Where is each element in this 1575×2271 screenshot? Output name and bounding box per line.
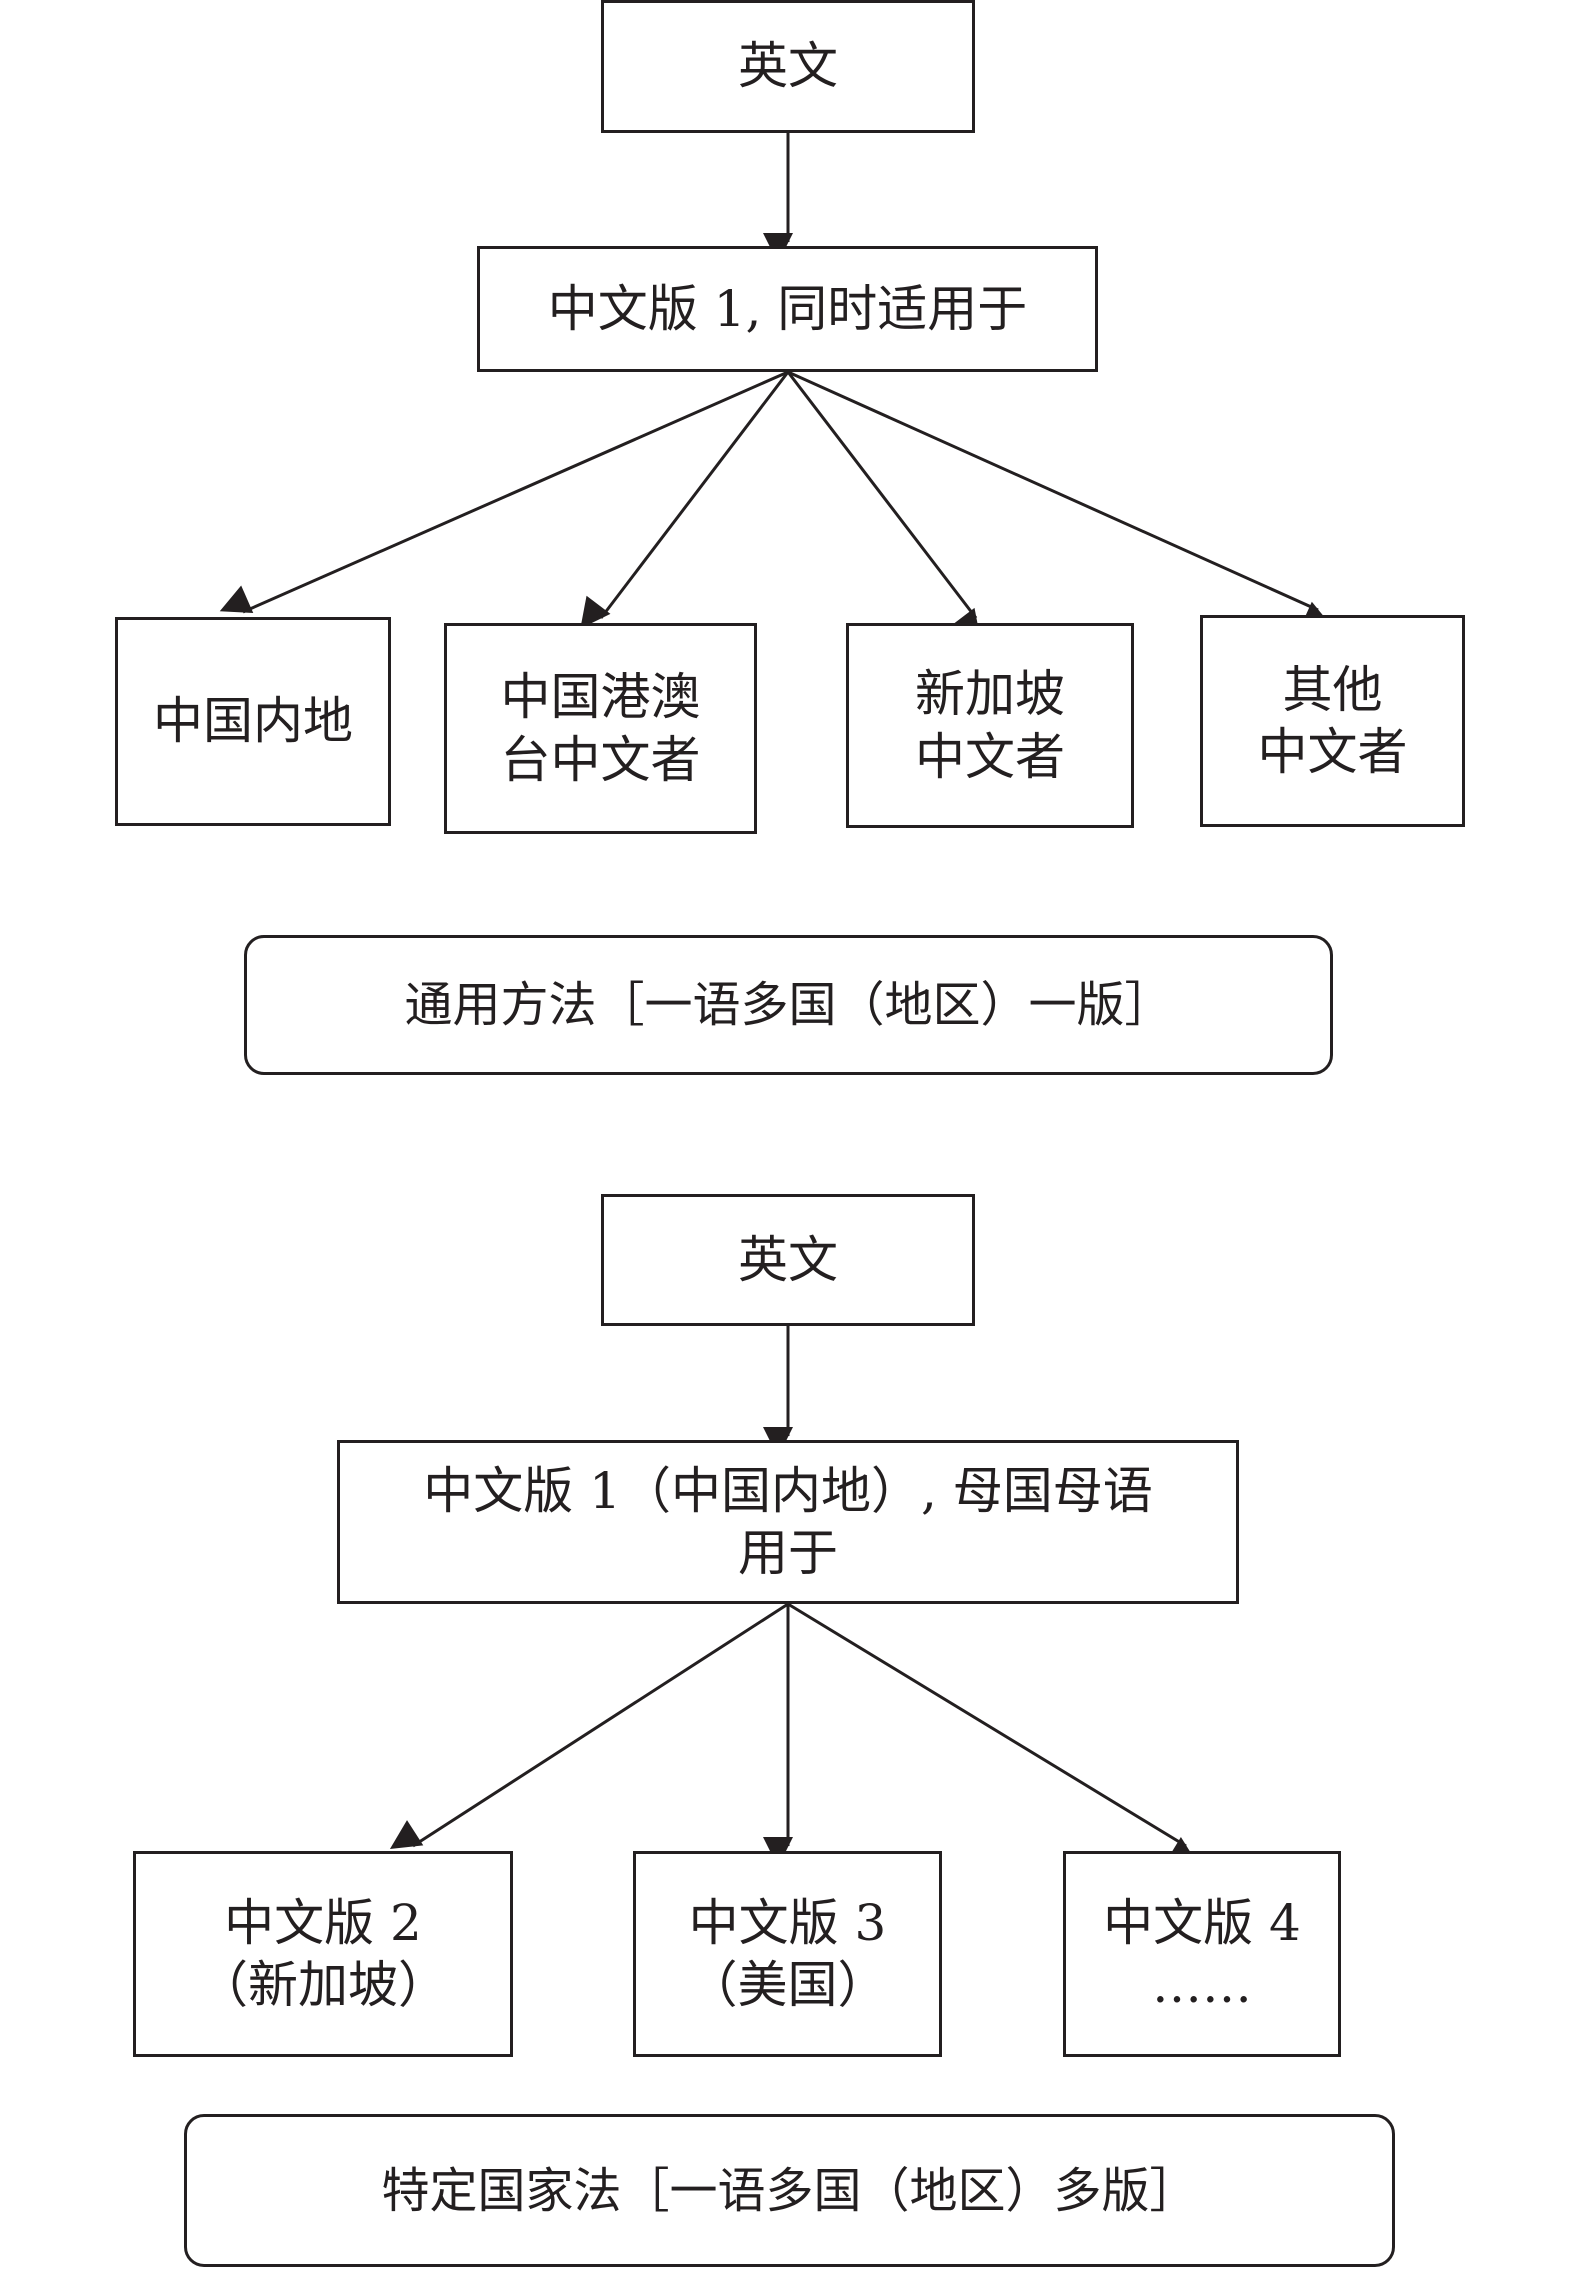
method-country-specific: 特定国家法［一语多国（地区）多版］ (184, 2114, 1395, 2267)
chinese-version-3-usa: 中文版 3 （美国） (633, 1851, 942, 2057)
chinese-version-4: 中文版 4 …… (1063, 1851, 1341, 2057)
target-other-chinese: 其他 中文者 (1200, 615, 1465, 827)
target-hk-macao-taiwan: 中国港澳 台中文者 (444, 623, 757, 834)
arrow-top-to-mainland (219, 370, 789, 614)
target-chinese-mainland: 中国内地 (115, 617, 391, 826)
arrow-top-to-other (787, 370, 1334, 630)
arrow-bottom-to-version2 (389, 1602, 789, 1849)
bottom-chinese-version-1: 中文版 1（中国内地）, 母国母语 用于 (337, 1440, 1239, 1604)
target-singapore: 新加坡 中文者 (846, 623, 1134, 828)
top-source-english: 英文 (601, 0, 975, 133)
method-general: 通用方法［一语多国（地区）一版］ (244, 935, 1333, 1075)
top-chinese-version-1: 中文版 1, 同时适用于 (477, 246, 1098, 372)
arrow-top-to-singapore (786, 371, 981, 641)
bottom-source-english: 英文 (601, 1194, 975, 1326)
arrow-top-to-hk-macao-taiwan (580, 371, 790, 629)
arrow-bottom-to-version4 (787, 1602, 1199, 1866)
chinese-version-2-singapore: 中文版 2 （新加坡） (133, 1851, 513, 2057)
